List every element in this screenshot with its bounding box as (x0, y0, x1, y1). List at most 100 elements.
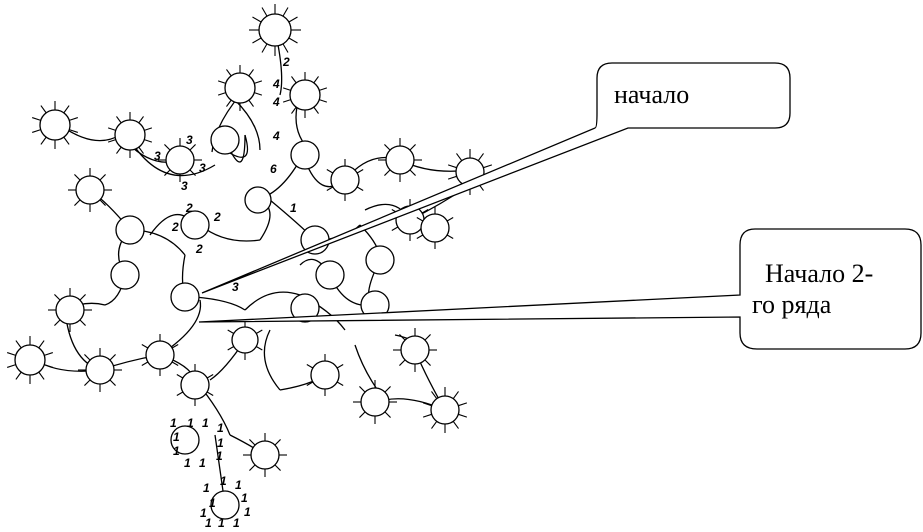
picot (422, 402, 432, 407)
picot (274, 439, 281, 446)
ring (68, 168, 112, 212)
chain-arc (194, 296, 246, 311)
ring (290, 293, 320, 323)
ring-circle (231, 326, 259, 354)
picot (69, 129, 78, 133)
picot (144, 139, 153, 143)
picot (171, 344, 179, 349)
picot (409, 144, 416, 151)
callout-row2-shape (198, 228, 922, 350)
picot (248, 69, 254, 77)
picot (109, 379, 116, 386)
picot (291, 106, 297, 114)
callout-row2-label-line2: го ряда (752, 290, 832, 319)
picot (74, 199, 81, 206)
ring (180, 210, 210, 240)
picot (15, 340, 22, 349)
ring-circle (244, 186, 272, 214)
count-label: 6 (270, 162, 277, 176)
ring (170, 282, 200, 312)
picot (38, 340, 45, 349)
ring-circle (115, 215, 145, 245)
ring-circle (430, 395, 460, 425)
ring-circle (110, 260, 140, 290)
picot (255, 346, 263, 351)
picot (456, 153, 463, 161)
picot (176, 391, 184, 396)
picot (288, 16, 298, 23)
count-label: 1 (199, 456, 206, 470)
ring-circle (165, 145, 195, 175)
picot (171, 361, 179, 366)
ring-circle (55, 295, 85, 325)
picot (226, 69, 232, 77)
callout-row2-label-line1: Начало 2- (765, 259, 874, 288)
picot (15, 371, 22, 380)
ring (306, 354, 344, 396)
picot (274, 464, 281, 471)
count-label: 3 (186, 133, 193, 147)
picot (399, 359, 406, 366)
ring-circle (385, 145, 415, 175)
picot (483, 164, 493, 169)
ring (422, 387, 468, 433)
picot (313, 76, 319, 84)
picot (252, 16, 262, 23)
chain-arc (229, 134, 246, 163)
picot (409, 169, 416, 176)
picot (261, 43, 268, 53)
count-label: 2 (185, 201, 193, 215)
ring (378, 138, 422, 182)
picot (44, 352, 53, 356)
picot (164, 144, 171, 151)
picot (422, 413, 432, 418)
ring-circle (14, 344, 46, 376)
ring (7, 336, 53, 384)
count-label: 1 (202, 416, 209, 430)
picot (227, 346, 235, 351)
picot (384, 411, 391, 418)
picot (254, 80, 263, 84)
ring-circle (258, 13, 292, 47)
callout-start-label: начало (614, 80, 690, 109)
picot (416, 234, 424, 239)
ring (176, 364, 214, 406)
picot (32, 117, 41, 121)
ring (115, 215, 145, 245)
picot (261, 7, 268, 17)
picot (226, 99, 232, 107)
callout-start (201, 62, 791, 294)
count-label: 1 (205, 516, 212, 530)
ring-circle (310, 360, 340, 390)
ring-circle (210, 125, 240, 155)
picot (7, 352, 16, 356)
ring-circle (315, 260, 345, 290)
ring (353, 380, 397, 424)
picot (84, 379, 91, 386)
count-label: 1 (241, 491, 248, 505)
ring-circle (289, 79, 321, 111)
count-label: 1 (184, 456, 191, 470)
ring (217, 65, 263, 111)
picot (79, 294, 86, 301)
picot (416, 217, 424, 222)
picot (384, 144, 391, 151)
rings-layer (7, 4, 493, 520)
ring-circle (180, 370, 210, 400)
picot (44, 364, 53, 368)
picot (40, 105, 47, 114)
picot (138, 146, 144, 154)
picot (291, 76, 297, 84)
picot (248, 99, 254, 107)
picot (306, 381, 314, 386)
picot (189, 169, 196, 176)
picot (144, 127, 153, 131)
picot (458, 413, 468, 418)
count-label: 1 (203, 481, 210, 495)
callout-row2-start (198, 228, 922, 350)
ring-circle (170, 282, 200, 312)
count-label: 3 (199, 161, 206, 175)
picot (176, 374, 184, 379)
ring (210, 490, 240, 520)
